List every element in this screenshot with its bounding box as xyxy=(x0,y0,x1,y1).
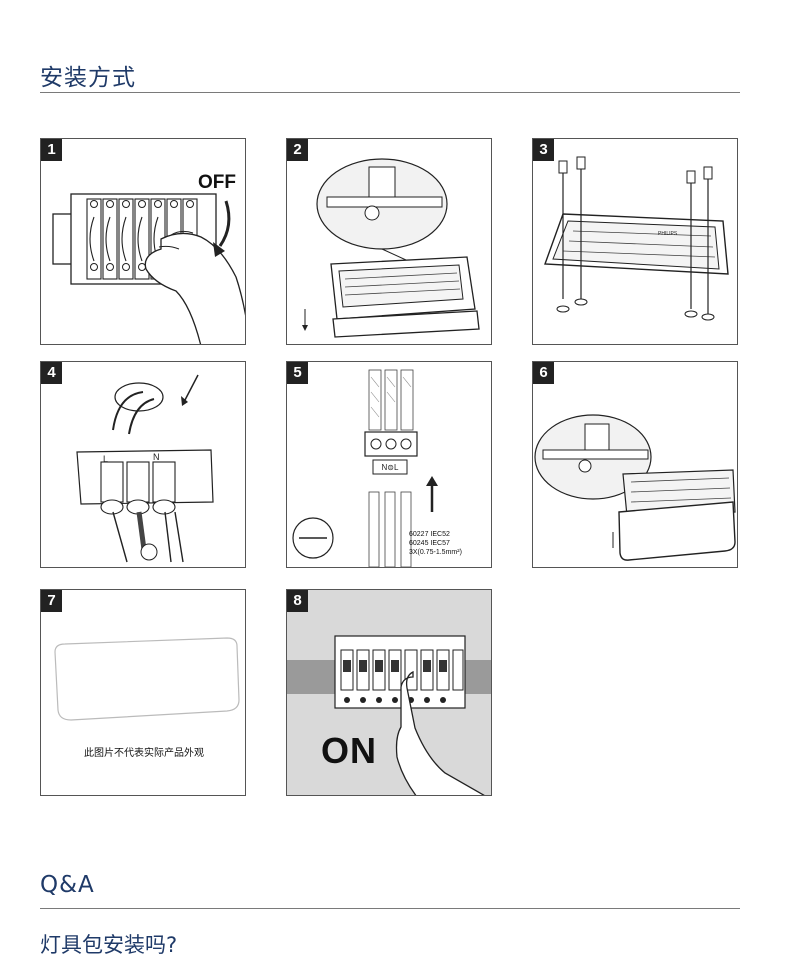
connector-label: N⊜L xyxy=(382,463,399,472)
base-plate-screws-illustration: PHILIPS xyxy=(544,156,729,321)
wiring-terminal-illustration: L N xyxy=(76,374,214,563)
brand-mark: PHILIPS xyxy=(658,231,678,237)
qa-section-title: Q&A xyxy=(40,872,95,898)
step-7-panel: 7 此图片不代表实际产品外观 xyxy=(40,589,246,796)
step-1-panel: 1 OFF xyxy=(40,138,246,345)
terminal-l-label: L xyxy=(103,454,108,464)
breaker-on-illustration xyxy=(287,635,491,795)
on-label: ON xyxy=(321,730,377,771)
step-number: 5 xyxy=(287,362,308,384)
step-number: 7 xyxy=(41,590,62,612)
cable-spec-1: 60227 IEC52 xyxy=(409,531,450,538)
install-section-title: 安装方式 xyxy=(40,65,136,91)
step-number: 4 xyxy=(41,362,62,384)
off-label: OFF xyxy=(198,172,236,193)
step-number: 3 xyxy=(533,139,554,161)
cable-spec-3: 3X(0.75-1.5mm²) xyxy=(409,549,462,556)
step-3-panel: 3 PHILIPS xyxy=(532,138,738,345)
step-2-panel: 2 xyxy=(286,138,492,345)
step-number: 6 xyxy=(533,362,554,384)
disclaimer-caption: 此图片不代表实际产品外观 xyxy=(84,748,204,759)
step-4-panel: 4 L N xyxy=(40,361,246,568)
qa-title-divider xyxy=(40,908,740,909)
finished-lamp-illustration xyxy=(54,637,240,721)
step-number: 8 xyxy=(287,590,308,612)
install-title-divider xyxy=(40,92,740,93)
terminal-n-label: N xyxy=(153,452,160,462)
step-number: 1 xyxy=(41,139,62,161)
step-5-panel: 5 N⊜L 60227 IEC52 60245 IEC57 3X(0.75-1.… xyxy=(286,361,492,568)
step-8-panel: 8 ON xyxy=(286,589,492,796)
breaker-off-illustration xyxy=(52,193,245,344)
mount-panel-illustration xyxy=(534,414,736,561)
cable-spec-2: 60245 IEC57 xyxy=(409,540,450,547)
connector-wiring-illustration: N⊜L xyxy=(292,369,438,567)
step-6-panel: 6 xyxy=(532,361,738,568)
faq-question[interactable]: 灯具包安装吗? xyxy=(40,933,178,957)
bracket-mount-illustration xyxy=(302,158,480,338)
step-number: 2 xyxy=(287,139,308,161)
